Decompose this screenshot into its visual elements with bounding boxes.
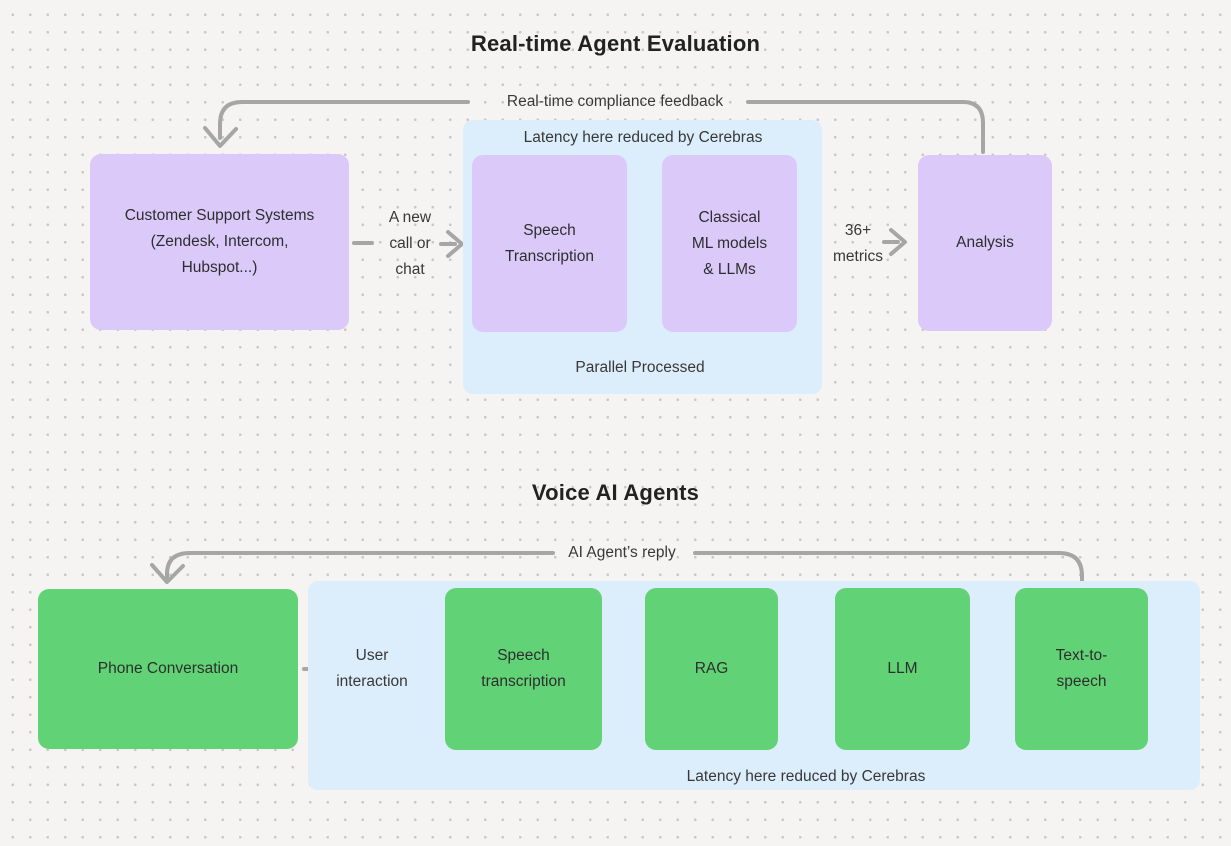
node-customer-support-systems: Customer Support Systems (Zendesk, Inter… — [90, 154, 349, 330]
feedback-loop-arrowhead-icon — [203, 126, 238, 148]
edge-label-new-call: A new call or chat — [388, 209, 432, 278]
node-analysis: Analysis — [918, 155, 1052, 331]
reply-loop-label: AI Agent’s reply — [568, 544, 676, 561]
cerebras-latency-label-bottom: Latency here reduced by Cerebras — [686, 768, 926, 785]
reply-loop-left-segment — [165, 551, 555, 580]
top-diagram-title: Real-time Agent Evaluation — [470, 31, 761, 56]
node-text-to-speech: Text-to- speech — [1015, 588, 1148, 750]
edge-label-metrics: 36+ metrics — [833, 222, 883, 265]
node-speech-transcription-bottom: Speech transcription — [445, 588, 602, 750]
edge-newcall-arrowhead-icon — [446, 230, 464, 258]
node-llm: LLM — [835, 588, 970, 750]
node-speech-transcription-top: Speech Transcription — [472, 155, 627, 332]
cerebras-latency-label-top: Latency here reduced by Cerebras — [523, 129, 763, 146]
node-classical-ml-llms: Classical ML models & LLMs — [662, 155, 797, 332]
node-phone-conversation: Phone Conversation — [38, 589, 298, 749]
node-rag: RAG — [645, 588, 778, 750]
edge-metrics-arrowhead-icon — [889, 228, 907, 256]
parallel-processed-label: Parallel Processed — [575, 359, 705, 376]
reply-loop-arrowhead-icon — [150, 563, 185, 584]
edge-label-user-interaction: User interaction — [336, 647, 408, 690]
feedback-loop-left-segment — [218, 100, 470, 140]
bottom-diagram-title: Voice AI Agents — [531, 480, 700, 505]
feedback-loop-label: Real-time compliance feedback — [506, 93, 724, 110]
